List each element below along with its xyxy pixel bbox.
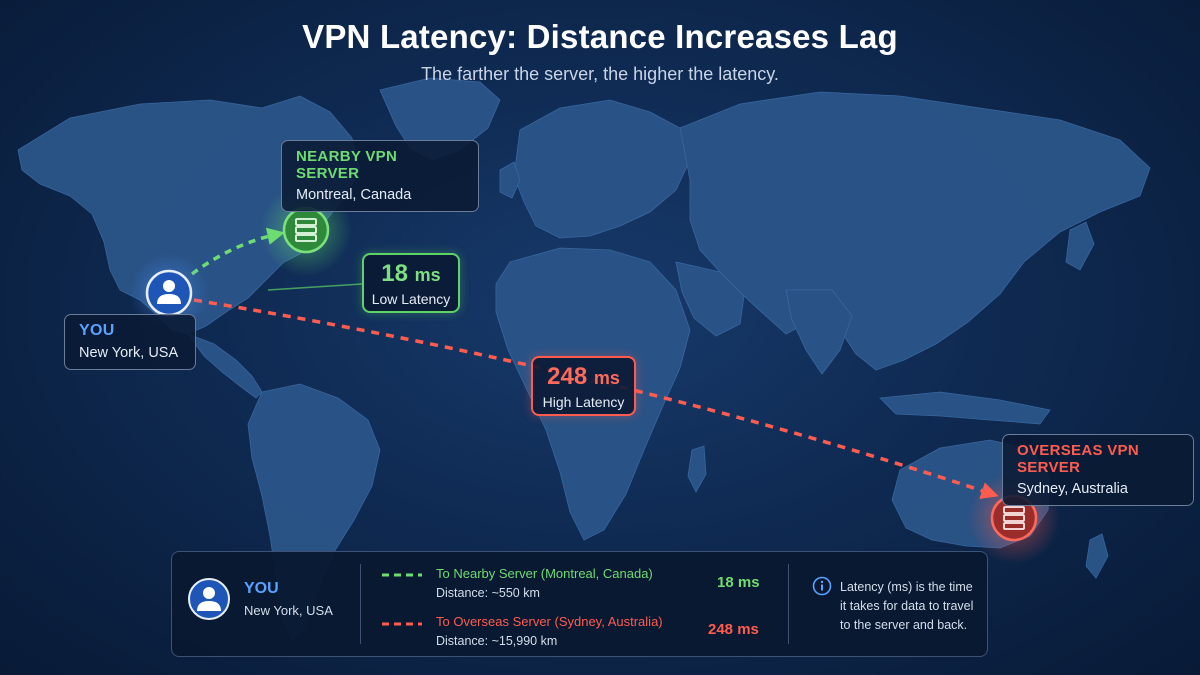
continent-arabia xyxy=(675,261,745,337)
legend-you-heading: YOU xyxy=(244,580,279,597)
you-node xyxy=(145,269,193,317)
nearby-server-location: Montreal, Canada xyxy=(296,187,412,203)
page-title: VPN Latency: Distance Increases Lag xyxy=(302,18,898,55)
server-icon xyxy=(295,218,317,242)
info-icon xyxy=(812,576,832,596)
legend-nearby-ms: 18 ms xyxy=(717,574,760,591)
you-heading: YOU xyxy=(79,322,115,339)
legend-nearby-distance: Distance: ~550 km xyxy=(436,586,540,600)
continent-central-america xyxy=(186,333,263,399)
continent-uk xyxy=(499,161,521,199)
server-icon xyxy=(1003,506,1025,530)
overseas-server-location: Sydney, Australia xyxy=(1017,481,1128,497)
continent-madagascar xyxy=(687,445,707,493)
legend-overseas-distance: Distance: ~15,990 km xyxy=(436,634,558,648)
nearby-server-node xyxy=(282,206,330,254)
nearby-server-heading: NEARBY VPN SERVER xyxy=(296,148,398,182)
nearby-server-callout: NEARBY VPN SERVER Montreal, Canada xyxy=(281,140,479,212)
user-icon xyxy=(157,280,181,304)
you-callout: YOU New York, USA xyxy=(64,314,196,370)
legend-divider xyxy=(360,564,361,644)
legend-overseas-ms: 248 ms xyxy=(708,621,759,638)
low-latency-unit: ms xyxy=(414,265,441,285)
continent-india xyxy=(785,289,853,375)
you-location: New York, USA xyxy=(79,345,179,361)
low-latency-leader-line xyxy=(267,283,363,291)
legend-nearby-route-label: To Nearby Server (Montreal, Canada) xyxy=(436,566,653,581)
low-latency-label: Low Latency xyxy=(371,291,451,307)
page-subtitle: The farther the server, the higher the l… xyxy=(421,64,779,84)
legend-you-location: New York, USA xyxy=(244,603,333,618)
legend-divider xyxy=(788,564,789,644)
legend-nearby-dash xyxy=(382,573,422,577)
high-latency-value: 248 xyxy=(547,363,588,390)
high-latency-badge: 248 ms High Latency xyxy=(531,356,636,416)
continent-indonesia xyxy=(879,391,1051,425)
legend-overseas-route-label: To Overseas Server (Sydney, Australia) xyxy=(436,614,663,629)
user-icon xyxy=(188,578,230,620)
high-latency-unit: ms xyxy=(593,368,620,388)
overseas-server-callout: OVERSEAS VPN SERVER Sydney, Australia xyxy=(1002,434,1194,506)
overseas-server-heading: OVERSEAS VPN SERVER xyxy=(1017,442,1139,476)
continent-north-america xyxy=(17,95,361,335)
low-latency-value: 18 xyxy=(381,260,408,287)
continent-europe xyxy=(513,99,691,239)
legend-overseas-dash xyxy=(382,622,422,626)
legend-info-text: Latency (ms) is the time it takes for da… xyxy=(840,580,974,632)
continent-greenland xyxy=(379,77,501,161)
legend-overseas-route: To Overseas Server (Sydney, Australia) D… xyxy=(436,614,663,648)
legend-nearby-route: To Nearby Server (Montreal, Canada) Dist… xyxy=(436,566,653,600)
high-latency-label: High Latency xyxy=(542,394,625,410)
continent-new-zealand xyxy=(1085,533,1109,579)
continent-japan xyxy=(1065,221,1095,271)
legend-panel: YOU New York, USA To Nearby Server (Mont… xyxy=(171,551,988,657)
low-latency-badge: 18 ms Low Latency xyxy=(362,253,460,313)
